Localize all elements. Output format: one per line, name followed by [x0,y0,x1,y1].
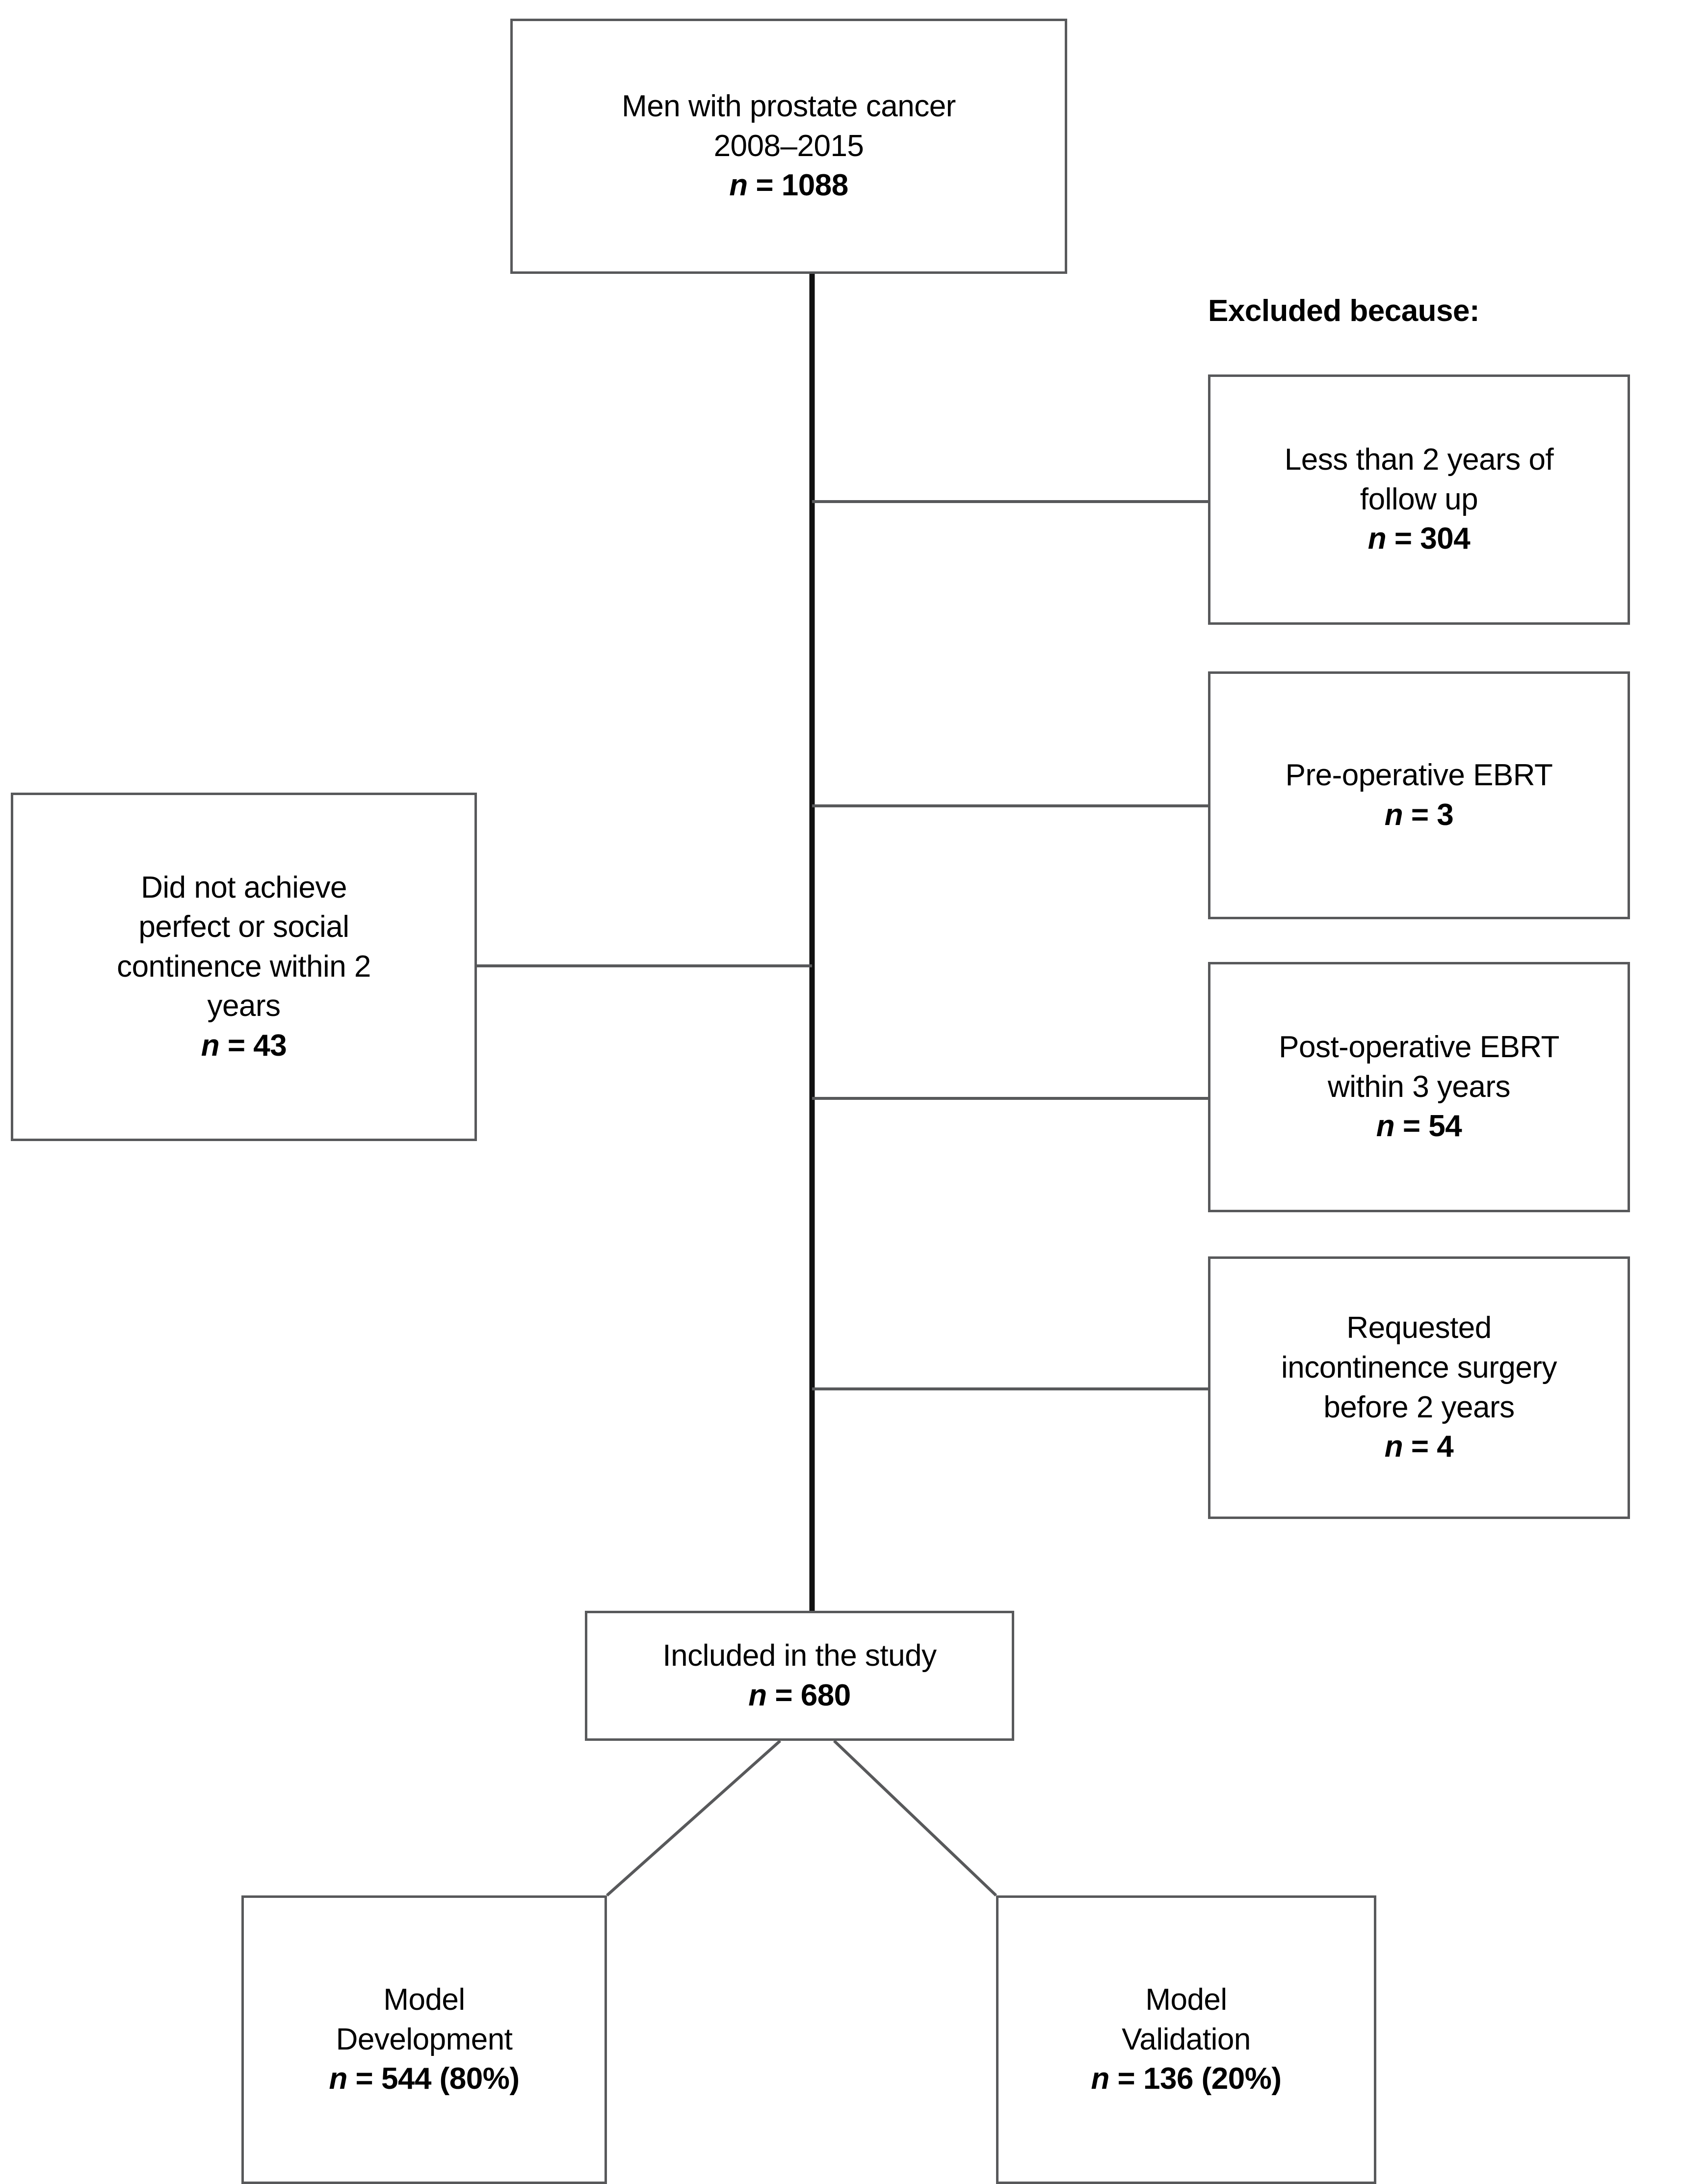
node-model-development-eq: = [347,2062,381,2096]
node-exclusion-less-than-2-years-follow-up: Less than 2 years of follow up n = 304 [1208,374,1630,625]
node-source-count: n = 1088 [729,166,848,206]
node-exclusion-2-n-value: 3 [1437,798,1454,832]
node-included-eq: = [766,1678,801,1712]
node-exclusion-4-n-value: 4 [1437,1430,1454,1464]
node-exclusion-pre-operative-ebrt: Pre-operative EBRT n = 3 [1208,671,1630,919]
node-exclusion-2-n-symbol: n [1384,798,1403,832]
node-exclusion-4-line-2: incontinence surgery [1281,1350,1557,1385]
node-exclusion-requested-incontinence-surgery: Requested incontinence surgery before 2 … [1208,1256,1630,1519]
node-source-line-2: 2008–2015 [713,129,864,163]
node-included-n-value: 680 [800,1678,851,1712]
node-included-line-1: Included in the study [662,1638,937,1673]
split-line-validation [833,1739,998,1897]
node-exclusion-1-line-2: follow up [1360,482,1478,516]
node-source-n-symbol: n [729,168,748,203]
node-source-n-value: 1088 [781,168,848,203]
node-model-validation-count: n = 136 (20%) [1091,2059,1282,2099]
node-model-validation-line-1: Model [1145,1983,1227,2017]
node-model-development: Model Development n = 544 (80%) [241,1895,607,2184]
node-left-exclusion-line-3: continence within 2 [117,949,371,984]
node-source: Men with prostate cancer 2008–2015 n = 1… [510,19,1067,274]
node-exclusion-4-line-1: Requested [1346,1311,1492,1345]
node-included-n-symbol: n [748,1678,767,1712]
node-exclusion-3-n-value: 54 [1428,1109,1462,1144]
node-left-exclusion-count: n = 43 [201,1026,287,1066]
node-model-development-n-symbol: n [329,2062,347,2096]
split-line-development [606,1739,781,1897]
node-exclusion-1-eq: = [1386,522,1420,556]
node-exclusion-1-line-1: Less than 2 years of [1284,443,1554,477]
node-model-validation-eq: = [1109,2062,1143,2096]
node-exclusion-3-eq: = [1394,1109,1429,1144]
node-source-eq: = [747,168,782,203]
node-exclusion-4-n-symbol: n [1384,1430,1403,1464]
node-model-development-count: n = 544 (80%) [329,2059,520,2099]
node-exclusion-post-operative-ebrt: Post-operative EBRT within 3 years n = 5… [1208,962,1630,1212]
node-left-exclusion-eq: = [219,1028,254,1063]
node-model-validation-n-symbol: n [1091,2062,1109,2096]
node-exclusion-4-line-3: before 2 years [1323,1390,1515,1424]
node-exclusion-2-count: n = 3 [1385,796,1454,835]
node-left-exclusion-n-symbol: n [201,1028,220,1063]
node-exclusion-2-line-1: Pre-operative EBRT [1285,758,1553,792]
node-exclusion-3-line-1: Post-operative EBRT [1279,1030,1559,1065]
node-left-exclusion-line-1: Did not achieve [141,870,347,905]
node-left-exclusion-continence: Did not achieve perfect or social contin… [11,793,477,1141]
node-exclusion-1-n-value: 304 [1420,522,1471,556]
node-left-exclusion-n-value: 43 [253,1028,287,1063]
node-exclusion-3-n-symbol: n [1376,1109,1395,1144]
node-model-development-line-2: Development [336,2022,513,2056]
node-model-validation-line-2: Validation [1122,2022,1251,2056]
node-model-validation: Model Validation n = 136 (20%) [996,1895,1376,2184]
node-left-exclusion-line-2: perfect or social [138,910,349,944]
node-exclusion-4-eq: = [1403,1430,1437,1464]
node-source-line-1: Men with prostate cancer [622,89,956,124]
node-exclusion-4-count: n = 4 [1385,1427,1454,1467]
node-left-exclusion-line-4: years [207,989,281,1023]
node-model-development-n-value: 544 (80%) [381,2062,520,2096]
node-model-development-line-1: Model [383,1983,465,2017]
node-exclusion-1-count: n = 304 [1368,519,1471,559]
excluded-because-heading: Excluded because: [1208,294,1480,328]
node-included-in-study: Included in the study n = 680 [585,1611,1014,1741]
node-exclusion-1-n-symbol: n [1367,522,1387,556]
node-exclusion-3-line-2: within 3 years [1327,1069,1511,1104]
node-included-count: n = 680 [748,1676,851,1716]
node-exclusion-3-count: n = 54 [1376,1107,1462,1146]
node-exclusion-2-eq: = [1403,798,1437,832]
node-model-validation-n-value: 136 (20%) [1143,2062,1282,2096]
